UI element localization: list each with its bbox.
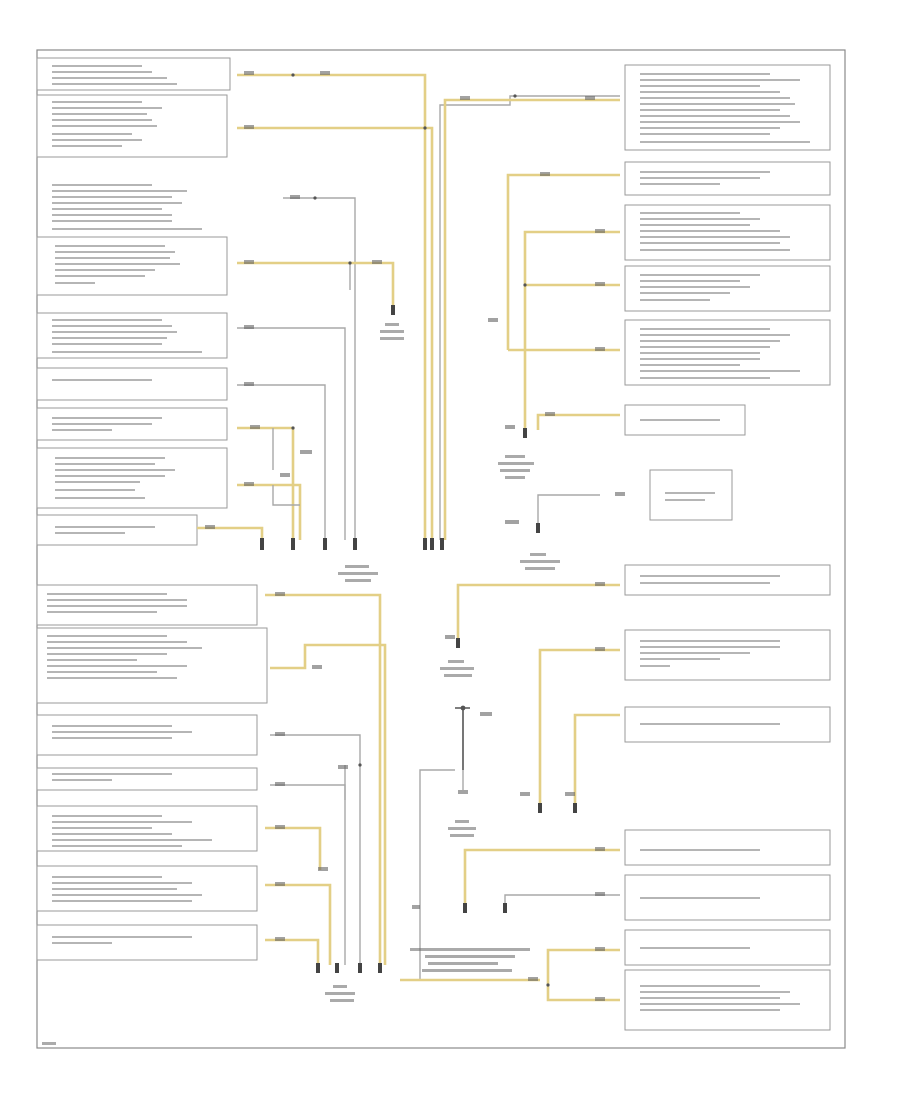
component-captions	[42, 323, 560, 1045]
splice-node	[291, 73, 295, 77]
module-box	[624, 829, 831, 866]
splice-node	[546, 983, 550, 987]
connector-pin	[463, 903, 467, 913]
splice-node	[348, 261, 352, 265]
splice-node	[513, 94, 517, 98]
connector-pin	[335, 963, 339, 973]
splice-node	[358, 763, 362, 767]
connector-pin	[423, 538, 427, 550]
module-box	[36, 57, 231, 91]
connector-pin	[440, 538, 444, 550]
module-box	[36, 714, 258, 756]
connector-pin	[456, 638, 460, 648]
wires-center-lower	[400, 583, 620, 1002]
module-box	[624, 629, 831, 681]
connector-pin	[573, 803, 577, 813]
connector-pin	[358, 963, 362, 973]
connector-pin	[316, 963, 320, 973]
wires-left-lower	[265, 593, 387, 965]
connector-pins	[260, 73, 577, 987]
splice-node	[291, 426, 295, 430]
connector-pin	[430, 538, 434, 550]
wires-left-upper	[197, 73, 620, 540]
connector-pin	[260, 538, 264, 550]
connector-pin	[378, 963, 382, 973]
module-box	[36, 514, 198, 546]
module-box	[624, 265, 831, 312]
diagram-frame	[36, 49, 846, 1049]
wires-right-upper	[506, 173, 620, 525]
splice-node	[313, 196, 317, 200]
connector-pin	[353, 538, 357, 550]
module-box	[649, 469, 733, 521]
box-text-lines	[47, 65, 810, 1011]
left-module-boxes	[36, 57, 268, 961]
splice-node	[423, 126, 427, 130]
module-box	[624, 564, 831, 596]
connector-pin	[391, 305, 395, 315]
connector-pin	[323, 538, 327, 550]
splice-node	[523, 283, 527, 287]
connector-pin	[503, 903, 507, 913]
module-box	[36, 367, 228, 401]
connector-pin	[536, 523, 540, 533]
splice-node	[460, 705, 466, 711]
wire-labels	[205, 71, 625, 1001]
module-box	[624, 969, 831, 1031]
module-box	[624, 64, 831, 151]
connector-pin	[538, 803, 542, 813]
right-module-boxes	[624, 64, 831, 1031]
connector-pin	[523, 428, 527, 438]
connector-pin	[291, 538, 295, 550]
